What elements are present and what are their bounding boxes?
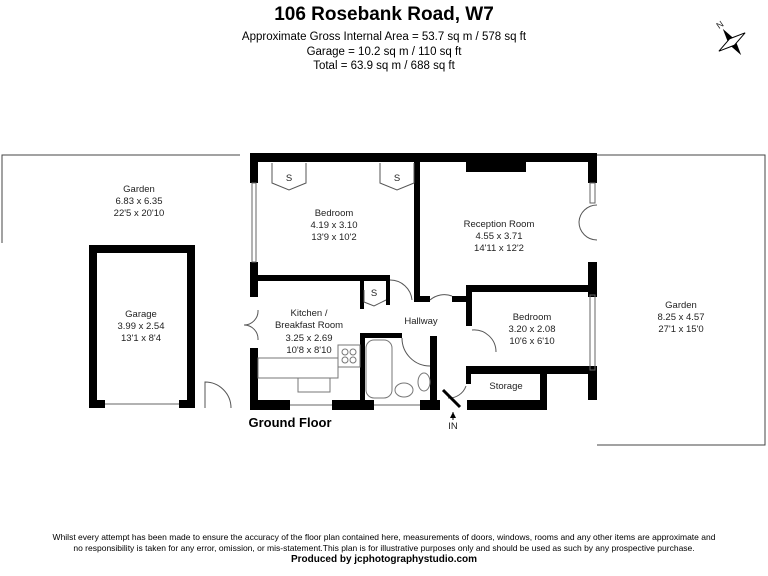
entrance-label: IN (448, 421, 458, 432)
svg-text:3.99 x 2.54: 3.99 x 2.54 (117, 321, 164, 332)
interior-walls (258, 160, 597, 410)
compass-icon: N (714, 19, 746, 56)
storage-cupboard-label: S (371, 288, 377, 299)
floor-label: Ground Floor (248, 415, 331, 430)
room-storage: Storage (489, 381, 522, 392)
svg-text:22'5 x 20'10: 22'5 x 20'10 (114, 208, 165, 219)
compass-label: N (714, 19, 725, 31)
svg-text:Bedroom: Bedroom (513, 312, 552, 323)
svg-text:10'6 x 6'10: 10'6 x 6'10 (509, 336, 554, 347)
svg-text:Garden: Garden (123, 184, 155, 195)
page-title: 106 Rosebank Road, W7 (274, 4, 494, 25)
doors (243, 163, 598, 409)
svg-text:3.20 x 2.08: 3.20 x 2.08 (508, 324, 555, 335)
disclaimer-line-2: no responsibility is taken for any error… (73, 543, 695, 553)
svg-text:Bedroom: Bedroom (315, 208, 354, 219)
room-hallway: Hallway (404, 316, 438, 327)
svg-text:Garden: Garden (665, 300, 697, 311)
fixtures (257, 339, 431, 399)
area-garage: Garage = 10.2 sq m / 110 sq ft (306, 46, 462, 58)
exterior-walls (250, 153, 597, 410)
svg-text:Kitchen /: Kitchen / (291, 308, 328, 319)
svg-text:14'11 x 12'2: 14'11 x 12'2 (474, 243, 524, 254)
svg-text:6.83 x 6.35: 6.83 x 6.35 (115, 196, 162, 207)
svg-text:4.19 x 3.10: 4.19 x 3.10 (310, 220, 357, 231)
area-total: Total = 63.9 sq m / 688 sq ft (313, 60, 455, 72)
storage-cupboard-label: S (286, 173, 292, 184)
svg-text:8.25 x 4.57: 8.25 x 4.57 (657, 312, 704, 323)
svg-text:13'1 x 8'4: 13'1 x 8'4 (121, 333, 161, 344)
area-internal: Approximate Gross Internal Area = 53.7 s… (241, 31, 527, 43)
side-door (204, 381, 232, 409)
svg-text:13'9 x 10'2: 13'9 x 10'2 (311, 232, 356, 243)
garden-right-outline (597, 154, 766, 446)
credit: Produced by jcphotographystudio.com (290, 554, 478, 565)
svg-text:4.55 x 3.71: 4.55 x 3.71 (475, 231, 522, 242)
garage-walls (89, 245, 195, 408)
svg-text:3.25 x 2.69: 3.25 x 2.69 (285, 333, 332, 344)
svg-text:10'8 x 8'10: 10'8 x 8'10 (286, 345, 331, 356)
windows (251, 182, 596, 406)
garden-left-outline (1, 154, 240, 243)
storage-cupboard-label: S (394, 173, 400, 184)
svg-text:Garage: Garage (125, 309, 157, 320)
svg-text:Breakfast Room: Breakfast Room (275, 320, 343, 331)
svg-text:Reception Room: Reception Room (464, 219, 535, 230)
svg-text:27'1 x 15'0: 27'1 x 15'0 (658, 324, 703, 335)
disclaimer-line-1: Whilst every attempt has been made to en… (52, 532, 716, 542)
